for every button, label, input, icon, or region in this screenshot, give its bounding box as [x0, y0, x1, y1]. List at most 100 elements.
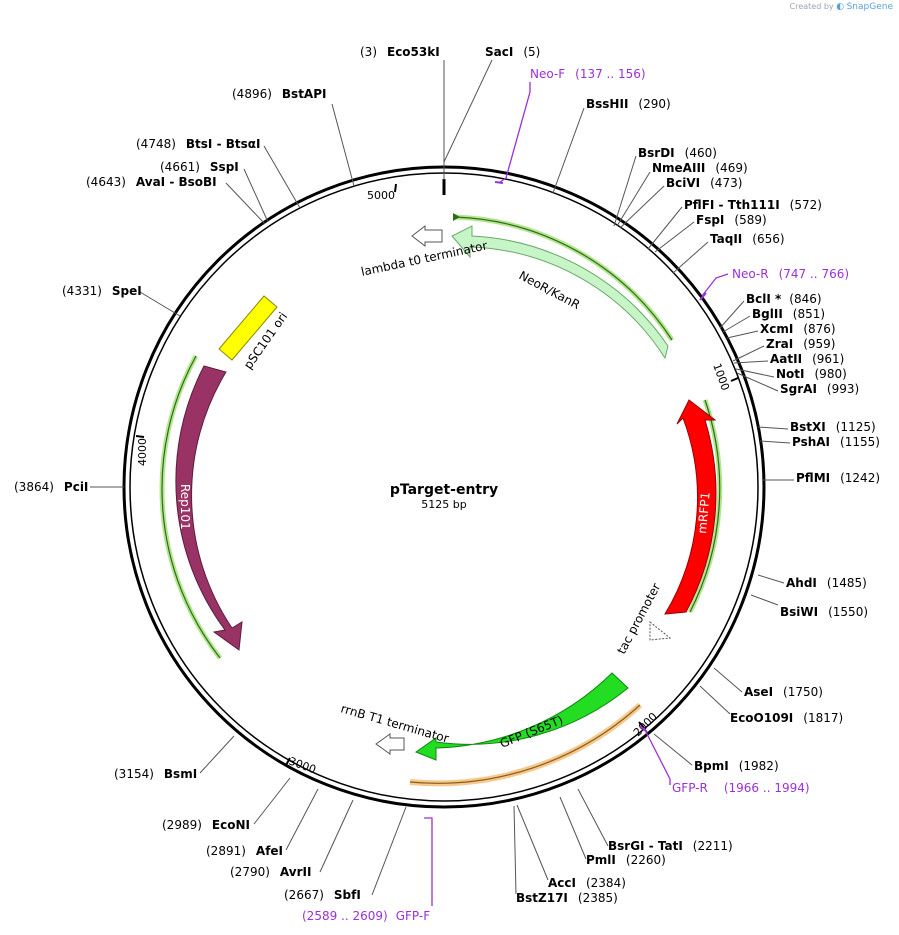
site-pflfi-tth111i: PflFI - Tth111I(572)	[684, 198, 822, 212]
leader-acci	[516, 804, 549, 881]
site-nmeaiii: NmeAIII(469)	[652, 161, 748, 175]
feature-rep101	[175, 365, 243, 651]
leader-bsshii	[552, 107, 585, 194]
site-saci: SacI(5)	[485, 45, 540, 59]
snapgene-credit: Created by ◐ SnapGene	[790, 2, 893, 12]
primer-gfp-r-mark	[639, 725, 648, 733]
leader-bsrdi	[613, 155, 637, 227]
site-ahdi: AhdI(1485)	[786, 576, 867, 590]
site-bsshii: BssHII(290)	[586, 97, 671, 111]
leader-bpmi	[653, 733, 693, 766]
leader-avrii	[319, 799, 354, 873]
primer-neo-r-mark	[699, 292, 707, 301]
primer-gfp-f-leader	[424, 817, 433, 906]
leader-pmli	[559, 796, 587, 860]
site-pcii: (3864)PciI	[14, 480, 88, 494]
site-econi: (2989)EcoNI	[162, 818, 250, 832]
leader-btsi	[263, 145, 301, 209]
site-ecoo109i: EcoO109I(1817)	[730, 711, 843, 725]
tick-mark-4000	[135, 435, 145, 438]
feature-psc101-ori	[218, 295, 278, 361]
site-fspi: FspI(589)	[696, 213, 767, 227]
orf-gfp-line	[409, 704, 641, 784]
leader-zrai	[732, 345, 765, 362]
leader-sgrai	[736, 372, 779, 392]
site-bsrdi: BsrDI(460)	[638, 146, 717, 160]
leader-sspi	[243, 168, 269, 223]
site-pflmi: PflMI(1242)	[796, 471, 880, 485]
leader-afei	[285, 788, 319, 851]
site-btsi-btsai: (4748)BtsI - BtsαI	[136, 137, 260, 151]
leader-bsmi	[199, 735, 235, 774]
site-xcmi: XcmI(876)	[760, 322, 836, 336]
site-pshai: PshAI(1155)	[792, 435, 880, 449]
site-asei: AseI(1750)	[744, 685, 823, 699]
orf-neo-line	[454, 216, 673, 341]
primer-neo-r-leader	[701, 273, 729, 297]
leader-sbfi	[371, 806, 407, 896]
leader-bcli	[719, 300, 745, 329]
orf-neo-arrowhead	[453, 213, 460, 221]
leader-bcivi	[619, 185, 665, 229]
leader-nmeaiii	[616, 171, 651, 227]
enzyme-leaders	[90, 59, 794, 896]
tick-mark-2000	[638, 721, 645, 729]
tick-label-4000: 4000	[136, 438, 149, 466]
leader-aatii	[733, 360, 769, 364]
site-bcli: BclI *(846)	[746, 292, 822, 306]
feature-neor-kanr	[451, 225, 669, 360]
tick-label-1000: 1000	[710, 362, 732, 393]
leader-bsrgi	[577, 788, 609, 847]
leader-spei	[139, 291, 181, 317]
leader-bsiwi	[750, 594, 779, 606]
feature-neor-kanr-label: NeoR/KanR	[517, 268, 583, 312]
leader-asei	[713, 667, 743, 693]
leader-econi	[253, 777, 291, 825]
site-bcivi: BciVI(473)	[666, 176, 742, 190]
site-avrii: (2790)AvrII	[230, 865, 311, 879]
credit-prefix: Created by	[789, 2, 834, 11]
site-bglii: BglII(851)	[752, 307, 825, 321]
leader-taqii	[672, 241, 709, 274]
feature-rep101-label: Rep101	[178, 484, 192, 530]
tick-label-5000: 5000	[367, 189, 395, 202]
site-taqii: TaqII(656)	[710, 232, 785, 246]
feature-tac-promoter	[649, 620, 672, 641]
leader-xcmi	[726, 330, 759, 339]
leader-ecoo109i	[699, 685, 731, 715]
feature-mrfp1	[664, 399, 717, 615]
primer-gfp-f-label: (2589 .. 2609)GFP-F	[302, 909, 430, 923]
feature-lambda-terminator	[411, 224, 443, 248]
site-pmli: PmlI(2260)	[586, 853, 666, 867]
tick-mark-1000	[730, 377, 739, 382]
site-bsmi: (3154)BsmI	[114, 767, 197, 781]
orf-mrfp1-line	[689, 399, 721, 613]
leader-pflfi	[647, 206, 683, 250]
site-aatii: AatII(961)	[770, 352, 844, 366]
site-spei: (4331)SpeI	[62, 284, 142, 298]
feature-mrfp1-label: mRFP1	[695, 491, 713, 534]
orf-rep101-line	[161, 355, 221, 659]
primer-neo-f-label: Neo-F(137 .. 156)	[530, 67, 646, 81]
tick-mark-3000	[285, 757, 291, 766]
site-bstapi: (4896)BstAPI	[232, 87, 326, 101]
site-zrai: ZraI(959)	[766, 337, 835, 351]
site-bsrgi-tati: BsrGI - TatI(2211)	[608, 839, 733, 853]
site-eco53ki: (3)Eco53kI	[360, 45, 440, 59]
primer-neo-f-leader	[499, 82, 531, 183]
snapgene-logo: ◐	[836, 2, 845, 12]
primer-neo-r-label: Neo-R(747 .. 766)	[732, 267, 849, 281]
leader-saci	[443, 59, 493, 163]
primer-neo-f-mark	[494, 181, 504, 184]
feature-gfp-label: GFP (S65T)	[498, 713, 565, 751]
feature-rrnb-terminator	[375, 733, 405, 755]
leader-avai	[225, 182, 266, 225]
feature-gfp	[414, 672, 629, 761]
leader-bglii	[722, 315, 751, 333]
site-sbfi: (2667)SbfI	[284, 888, 361, 902]
site-avai-bsobi: (4643)AvaI - BsoBI	[86, 175, 217, 189]
plasmid-length: 5125 bp	[421, 498, 466, 511]
plasmid-name: pTarget-entry	[390, 482, 498, 498]
